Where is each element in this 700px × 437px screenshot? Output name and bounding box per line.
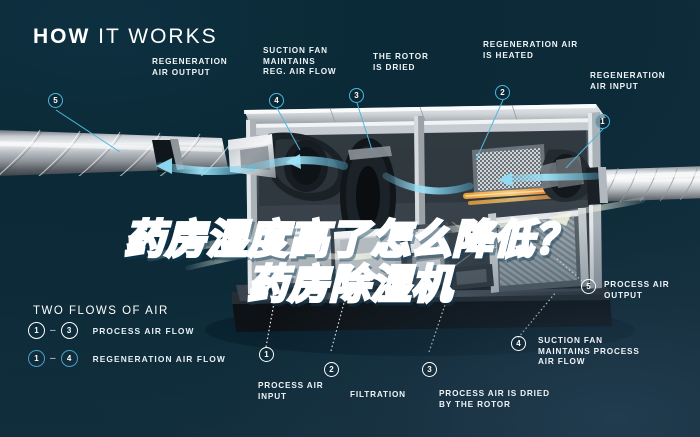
overlay-line-2: 药房除湿机 (246, 261, 453, 309)
callout-label-suction-fan-reg: SUCTION FAN MAINTAINS REG. AIR FLOW (263, 46, 337, 77)
callout-number-suction-fan-process[interactable]: 4 (511, 336, 526, 351)
leader-lines-cyan (55, 99, 604, 169)
legend-dash: – (50, 352, 56, 364)
callout-number-process-air-dried[interactable]: 3 (422, 362, 437, 377)
callout-label-regeneration-air-heated: REGENERATION AIR IS HEATED (483, 40, 579, 60)
legend-circle-to: 3 (60, 322, 78, 339)
callout-label-suction-fan-process: SUCTION FAN MAINTAINS PROCESS AIR FLOW (538, 336, 639, 367)
callout-number-process-air-input[interactable]: 1 (259, 347, 274, 362)
callout-number-regeneration-air-heated[interactable]: 2 (495, 85, 510, 100)
legend-circle-from: 1 (28, 322, 45, 339)
callout-label-process-air-output: PROCESS AIR OUTPUT (604, 280, 669, 301)
legend-row-process-air-flow: 1 – 3 PROCESS AIR FLOW (28, 322, 195, 339)
page-title: HOW IT WORKS (33, 25, 218, 49)
page-title-light: IT WORKS (90, 25, 218, 48)
legend-dash: – (50, 325, 56, 336)
callout-number-regeneration-air-output[interactable]: 5 (48, 93, 63, 108)
legend-label-process-air-flow: PROCESS AIR FLOW (93, 326, 195, 336)
callout-number-regeneration-air-input[interactable]: 1 (595, 114, 610, 129)
overlay-line-1: 药房湿度高了怎么降低？ (123, 216, 576, 264)
callout-label-regeneration-air-output: REGENERATION AIR OUTPUT (152, 57, 228, 77)
callout-number-filtration[interactable]: 2 (324, 362, 339, 377)
callout-label-filtration: FILTRATION (350, 390, 406, 399)
legend-row-regeneration-air-flow: 1 – 4 REGENERATION AIR FLOW (28, 350, 226, 367)
callout-label-process-air-dried: PROCESS AIR IS DRIED BY THE ROTOR (439, 389, 550, 409)
legend-circle-from: 1 (28, 350, 45, 367)
callout-label-regeneration-air-input: REGENERATION AIR INPUT (590, 71, 666, 91)
callout-number-rotor-is-dried[interactable]: 3 (349, 88, 364, 103)
callout-label-rotor-is-dried: THE ROTOR IS DRIED (373, 52, 429, 72)
left-duct-group (0, 129, 230, 176)
legend-label-regeneration-air-flow: REGENERATION AIR FLOW (92, 353, 226, 364)
callout-number-suction-fan-reg[interactable]: 4 (269, 93, 284, 108)
page-title-bold: HOW (33, 25, 91, 48)
chinese-overlay-headline: 药房湿度高了怎么降低？ 药房除湿机 (0, 173, 700, 353)
legend-title: TWO FLOWS OF AIR (33, 305, 169, 317)
callout-label-process-air-input: PROCESS AIR INPUT (258, 381, 324, 401)
callout-number-process-air-output[interactable]: 5 (581, 279, 596, 294)
legend-circle-to: 4 (60, 350, 78, 367)
